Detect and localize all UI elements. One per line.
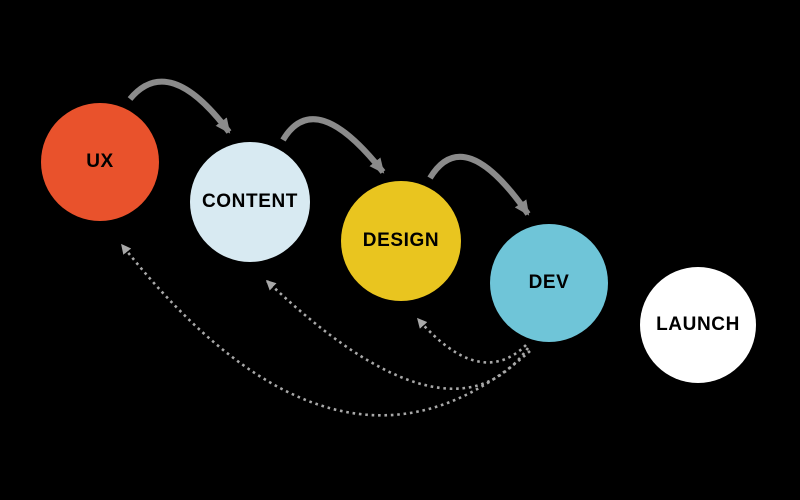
feedback-arrow-dev-to-content [265,279,530,391]
node-content-label: CONTENT [201,191,299,212]
feedback-arrow-dev-to-design [417,317,527,364]
node-dev-label: DEV [528,272,570,293]
node-design-label: DESIGN [362,230,440,251]
arrow-design-to-dev [427,153,531,216]
node-ux: UX [41,103,159,221]
node-content: CONTENT [190,142,310,262]
arrow-ux-to-content [127,78,232,134]
feedback-arrow-dev-to-ux [120,243,531,417]
node-ux-label: UX [86,151,114,172]
node-design: DESIGN [341,181,461,301]
node-launch-label: LAUNCH [656,314,740,335]
node-launch: LAUNCH [640,267,756,383]
arrow-content-to-design [280,116,386,174]
node-dev: DEV [490,224,608,342]
